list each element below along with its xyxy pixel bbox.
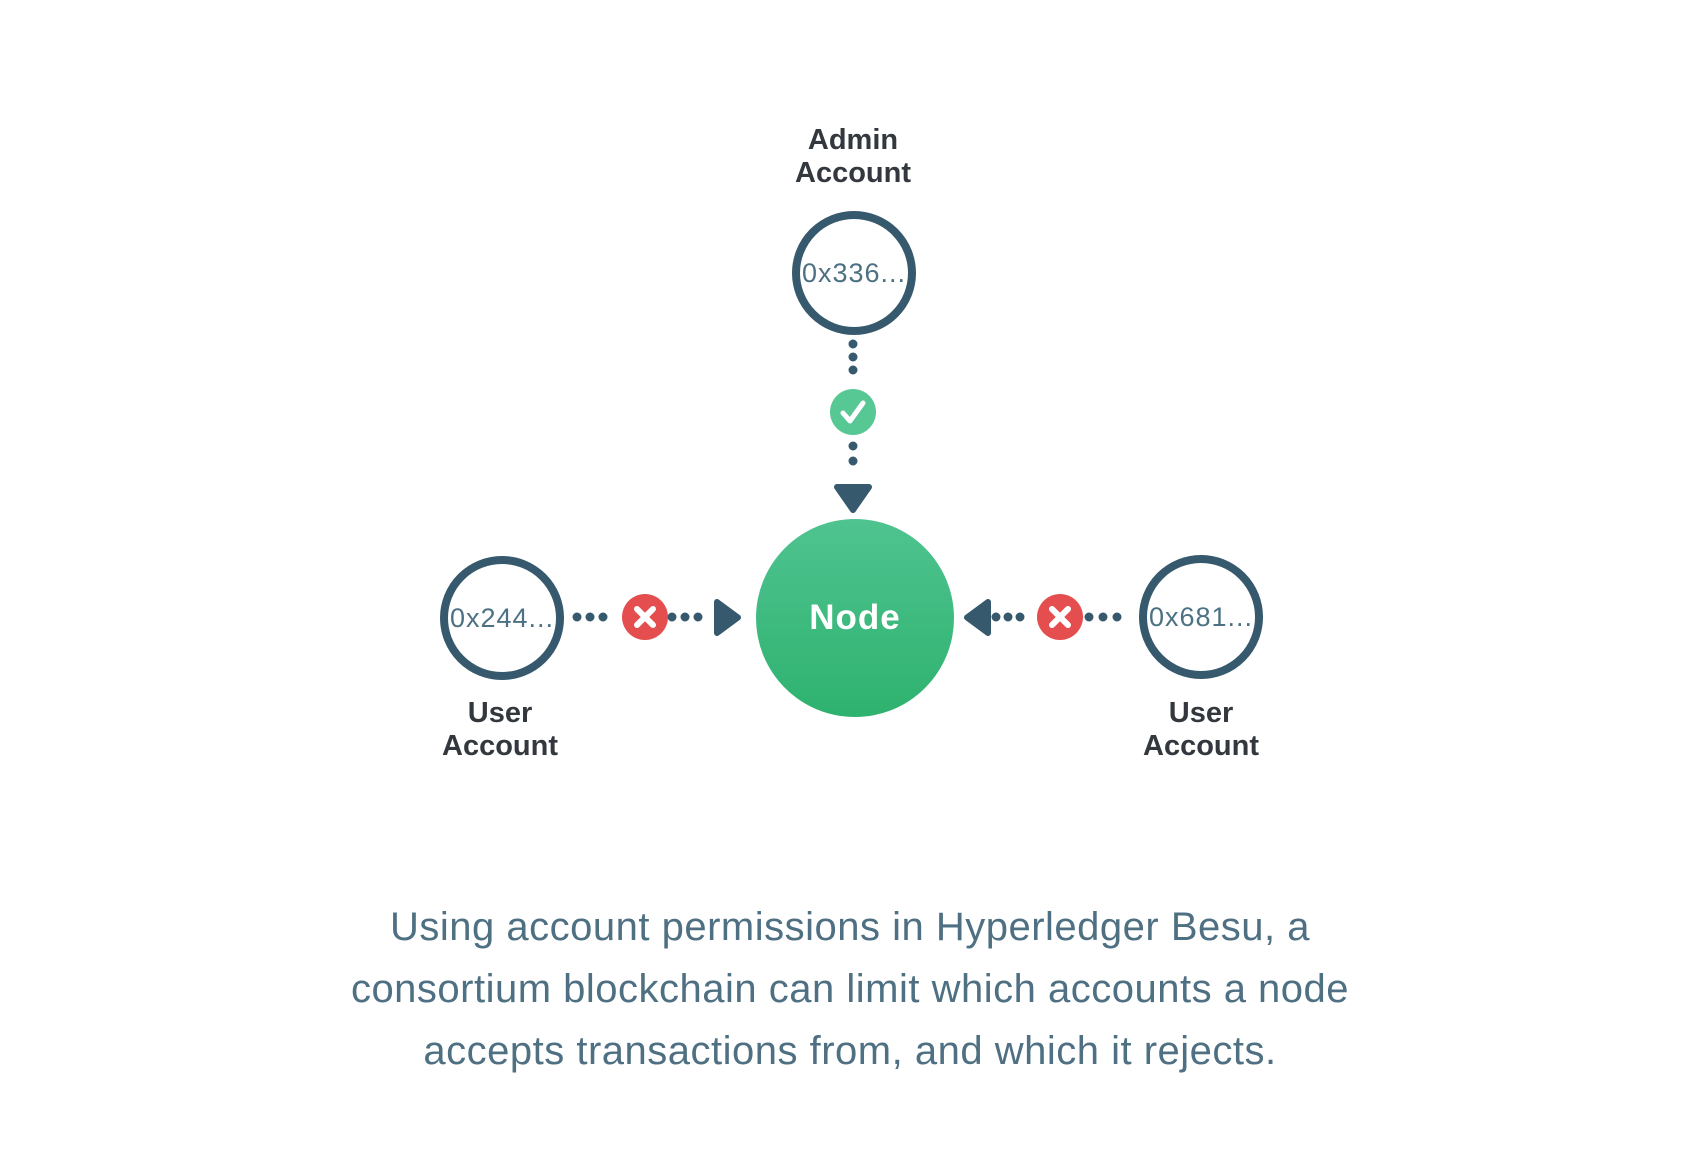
admin-account-circle: 0x336... (792, 211, 916, 335)
left-user-account-address: 0x244... (449, 602, 555, 633)
caption-line3: accepts transactions from, and which it … (423, 1029, 1277, 1073)
right-user-label-line1: User (1168, 697, 1234, 729)
right-arrowhead-icon (714, 599, 741, 636)
admin-label-line2: Account (795, 157, 911, 189)
left-arrowhead-icon (964, 599, 991, 636)
reject-badge-right (1037, 594, 1083, 640)
admin-account-label: Admin Account (703, 124, 1003, 190)
right-user-label-line2: Account (1143, 730, 1259, 762)
admin-label-line1: Admin (807, 124, 899, 156)
x-icon (634, 606, 656, 628)
caption: Using account permissions in Hyperledger… (0, 896, 1700, 1082)
reject-badge-left (622, 594, 668, 640)
x-icon (1049, 606, 1071, 628)
right-user-account-label: User Account (1051, 697, 1351, 763)
left-user-label-line1: User (467, 697, 533, 729)
node-circle: Node (756, 519, 954, 717)
caption-line1: Using account permissions in Hyperledger… (390, 905, 1310, 949)
down-arrowhead-icon (834, 484, 872, 513)
check-icon (840, 400, 866, 424)
right-user-account-circle: 0x681... (1139, 555, 1263, 679)
left-user-label-line2: Account (442, 730, 558, 762)
left-user-account-label: User Account (350, 697, 650, 763)
caption-line2: consortium blockchain can limit which ac… (350, 967, 1350, 1011)
left-user-account-circle: 0x244... (440, 556, 564, 680)
right-user-account-address: 0x681... (1148, 601, 1254, 632)
node-label: Node (809, 598, 901, 637)
admin-account-address: 0x336... (801, 257, 907, 288)
accept-badge (830, 389, 876, 435)
